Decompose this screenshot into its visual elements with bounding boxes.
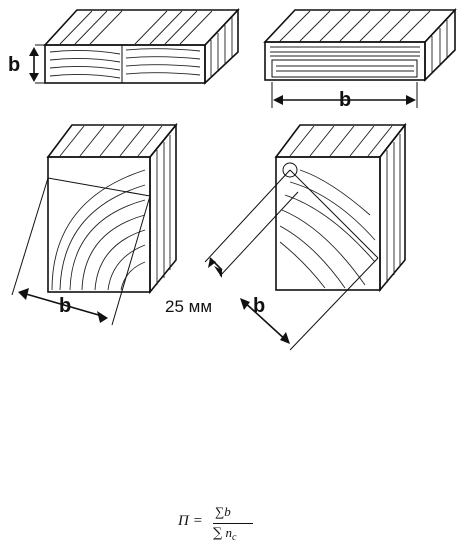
label-25mm: 25 мм: [165, 297, 212, 316]
block-bottom-left: [11, 122, 178, 326]
formula-den-sum: ∑: [213, 526, 223, 541]
label-b-top-left: b: [8, 54, 20, 76]
label-b-top-right: b: [339, 89, 351, 111]
formula-den-var: n: [225, 525, 233, 540]
board-top-left: [29, 7, 240, 85]
formula-numerator: ∑b: [215, 504, 231, 519]
label-b-bottom-right: b: [253, 295, 265, 317]
formula-den-sub: c: [232, 532, 237, 543]
formula-denominator: ∑ nc: [213, 525, 236, 543]
formula-lhs: П =: [178, 513, 203, 529]
formula-fraction-bar: [213, 523, 253, 524]
block-bottom-right: [204, 122, 407, 351]
board-top-right: [263, 7, 457, 108]
label-b-bottom-left: b: [59, 295, 71, 317]
formula: П = ∑b ∑ nc: [178, 504, 268, 544]
